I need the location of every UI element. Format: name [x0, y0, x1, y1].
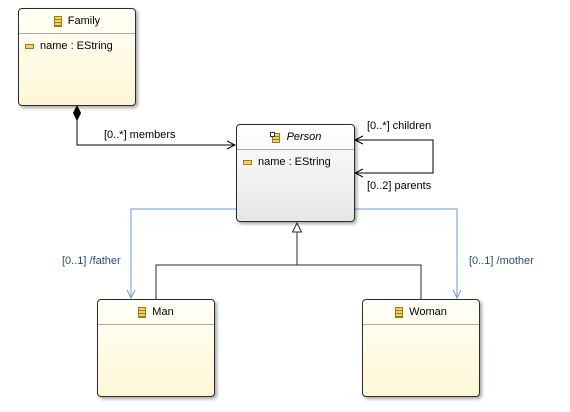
class-man-name: Man: [152, 306, 174, 318]
class-person[interactable]: Person name : EString: [236, 124, 355, 222]
father-label: [0..1] /father: [62, 255, 121, 267]
class-family-header: Family: [19, 9, 135, 34]
composition-diamond: [72, 104, 82, 122]
father-reference[interactable]: [131, 208, 237, 298]
class-family[interactable]: Family name : EString: [18, 8, 136, 106]
members-reference[interactable]: [72, 104, 236, 145]
class-family-name: Family: [67, 15, 101, 27]
eclass-icon: [395, 306, 404, 318]
children-label: [0..*] children: [367, 120, 432, 132]
eattribute-icon: [243, 159, 252, 165]
abstract-eclass-icon: [269, 131, 281, 143]
class-person-header: Person: [237, 125, 354, 150]
class-man[interactable]: Man: [97, 299, 215, 397]
class-woman[interactable]: Woman: [362, 299, 480, 397]
mother-reference[interactable]: [354, 208, 457, 298]
class-man-header: Man: [98, 300, 214, 325]
class-person-name: Person: [286, 131, 322, 143]
mother-label: [0..1] /mother: [469, 255, 534, 267]
class-woman-header: Woman: [363, 300, 479, 325]
attribute-label: name : EString: [258, 156, 331, 168]
attribute-row[interactable]: name : EString: [237, 156, 354, 168]
attribute-row[interactable]: name : EString: [19, 40, 135, 52]
eclass-icon: [53, 15, 62, 27]
inheritance-triangle: [291, 221, 303, 233]
eattribute-icon: [25, 43, 34, 49]
inheritance-connection[interactable]: [155, 221, 422, 299]
eclass-icon: [138, 306, 147, 318]
parents-label: [0..2] parents: [367, 180, 432, 192]
class-woman-name: Woman: [409, 306, 447, 318]
members-label: [0..*] members: [104, 129, 176, 141]
attribute-label: name : EString: [40, 40, 113, 52]
children-parents-reference[interactable]: [354, 135, 434, 173]
